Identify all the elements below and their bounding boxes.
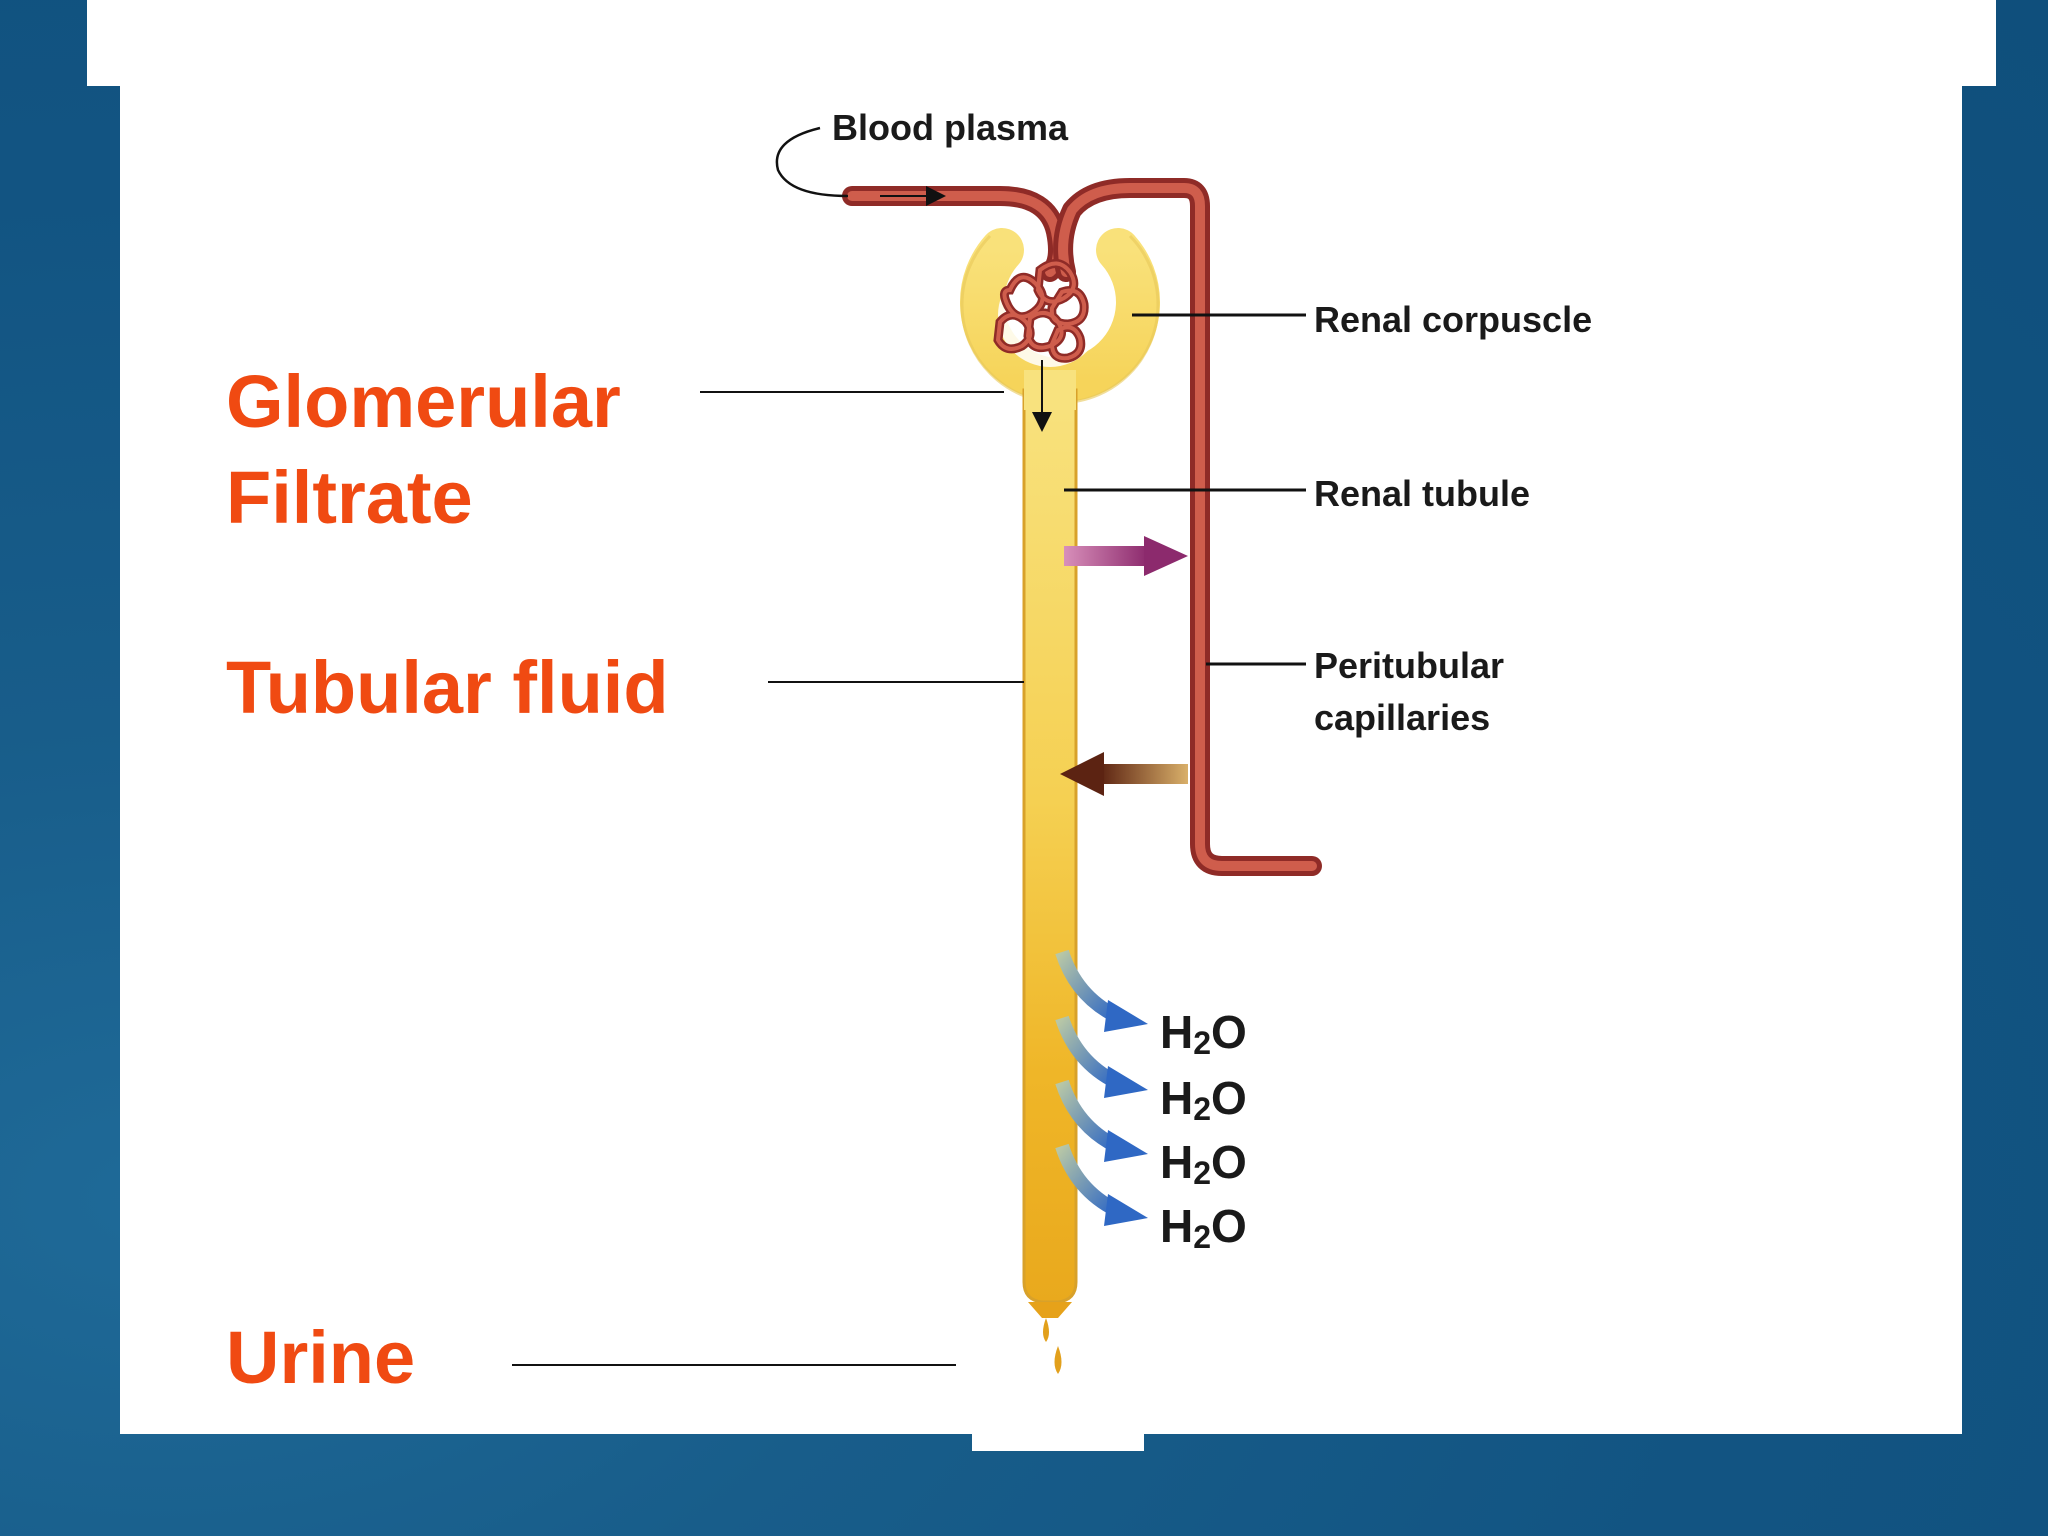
renal-tubule [1022, 370, 1078, 1318]
glomerulus [993, 259, 1089, 363]
peritubular-label-line2: capillaries [1314, 697, 1490, 738]
water-label: H2O [1160, 1136, 1247, 1191]
plasma-callout-curve [775, 126, 849, 198]
reabsorption-arrow [1060, 752, 1188, 796]
water-label: H2O [1160, 1006, 1247, 1061]
urine-label: Urine [226, 1316, 416, 1399]
water-label: H2O [1160, 1072, 1247, 1127]
water-label: H2O [1160, 1200, 1247, 1255]
slide-top-strip [87, 0, 1996, 86]
glomerular-filtrate-label: Glomerular Filtrate [226, 354, 621, 546]
renal-corpuscle-label: Renal corpuscle [1314, 299, 1592, 340]
glomerular-line-2: Filtrate [226, 456, 473, 539]
peritubular-label-line1: Peritubular [1314, 645, 1504, 686]
renal-tubule-label: Renal tubule [1314, 473, 1530, 514]
secretion-arrow [1064, 536, 1188, 576]
tubular-fluid-label: Tubular fluid [226, 646, 669, 729]
water-arrows [1055, 949, 1148, 1226]
slide-bottom-tab [972, 1425, 1144, 1451]
glomerular-line-1: Glomerular [226, 360, 621, 443]
blood-plasma-label: Blood plasma [832, 107, 1069, 148]
urine-drops [1043, 1318, 1062, 1374]
